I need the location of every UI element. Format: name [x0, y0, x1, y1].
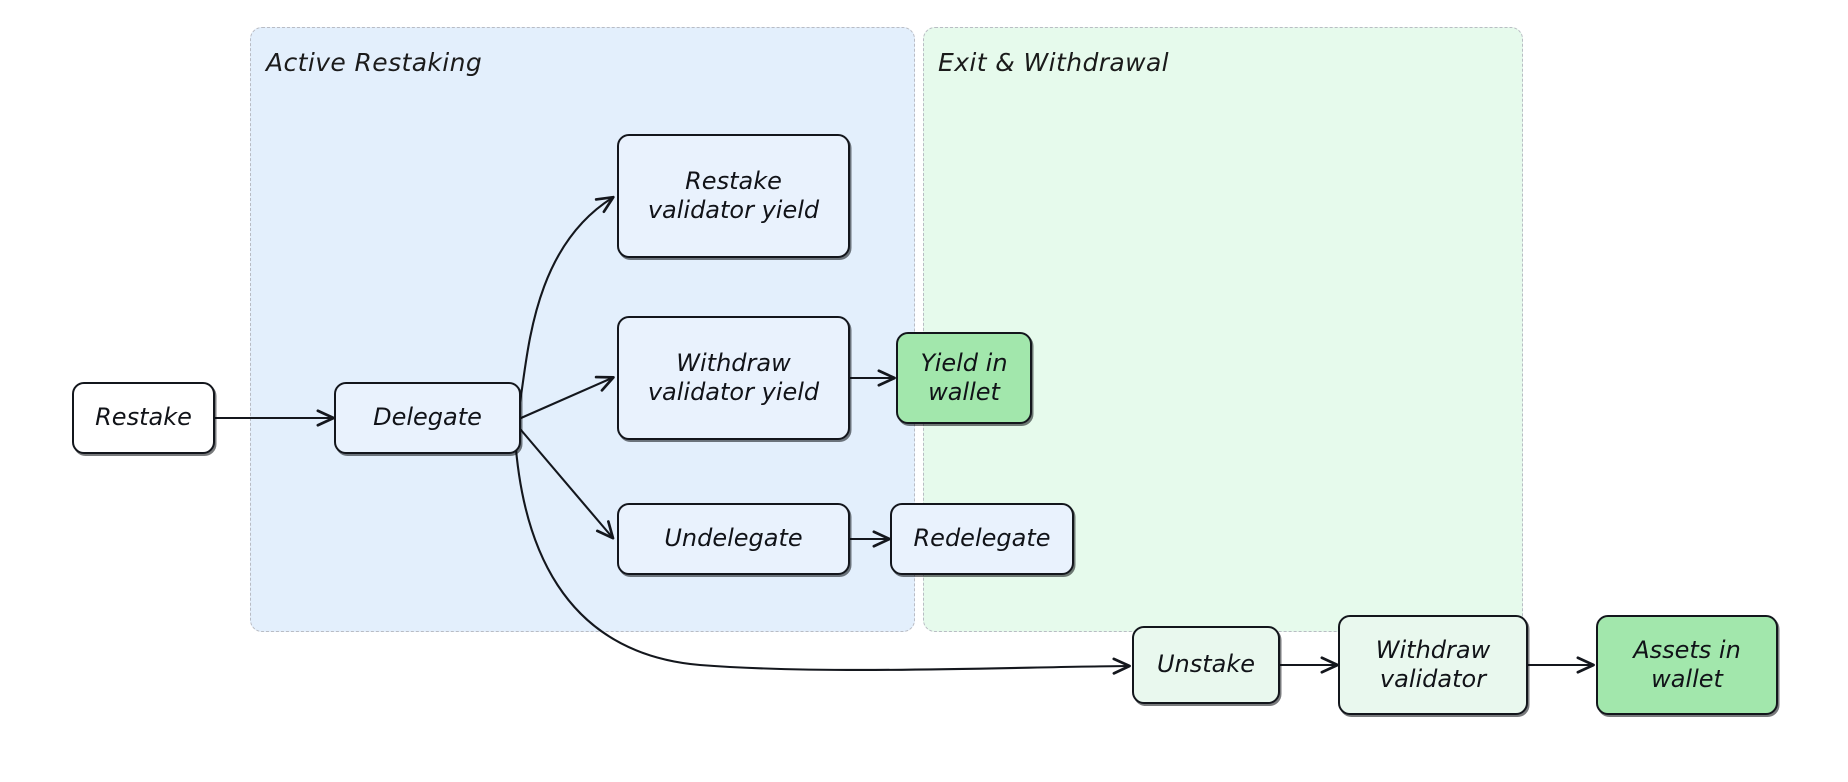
node-withdraw-validator-label-line2: validator [1379, 665, 1487, 693]
node-delegate[interactable]: Delegate [334, 382, 521, 454]
node-unstake-label-line1: Unstake [1156, 650, 1256, 679]
node-assets-in-wallet-label-line2: wallet [1651, 665, 1723, 693]
node-undelegate-label-line1: Undelegate [664, 524, 803, 553]
cluster-label-exit-withdrawal: Exit & Withdrawal [938, 48, 1170, 77]
node-assets-in-wallet-label-line1: Assets in [1633, 635, 1741, 664]
node-yield-in-wallet-label-line1: Yield in [920, 348, 1008, 377]
node-undelegate[interactable]: Undelegate [617, 503, 850, 575]
node-withdraw-validator-yield-label-line2: validator yield [647, 378, 820, 406]
node-yield-in-wallet[interactable]: Yield in wallet [896, 332, 1032, 424]
node-withdraw-validator-yield[interactable]: Withdraw validator yield [617, 316, 850, 440]
node-withdraw-validator-label-line1: Withdraw [1375, 635, 1491, 664]
node-restake-validator-yield-label-line2: validator yield [647, 196, 820, 224]
node-restake-label-line1: Restake [95, 403, 192, 432]
node-restake-validator-yield[interactable]: Restake validator yield [617, 134, 850, 258]
node-withdraw-validator[interactable]: Withdraw validator [1338, 615, 1528, 715]
node-redelegate[interactable]: Redelegate [890, 503, 1074, 575]
node-yield-in-wallet-label-line2: wallet [928, 378, 1000, 406]
node-restake[interactable]: Restake [72, 382, 215, 454]
node-redelegate-label-line1: Redelegate [913, 524, 1051, 553]
cluster-label-active-restaking: Active Restaking [266, 48, 483, 77]
node-restake-validator-yield-label-line1: Restake [685, 166, 782, 195]
node-assets-in-wallet[interactable]: Assets in wallet [1596, 615, 1778, 715]
node-withdraw-validator-yield-label-line1: Withdraw [676, 348, 791, 377]
node-delegate-label-line1: Delegate [373, 403, 482, 432]
node-unstake[interactable]: Unstake [1132, 626, 1280, 704]
